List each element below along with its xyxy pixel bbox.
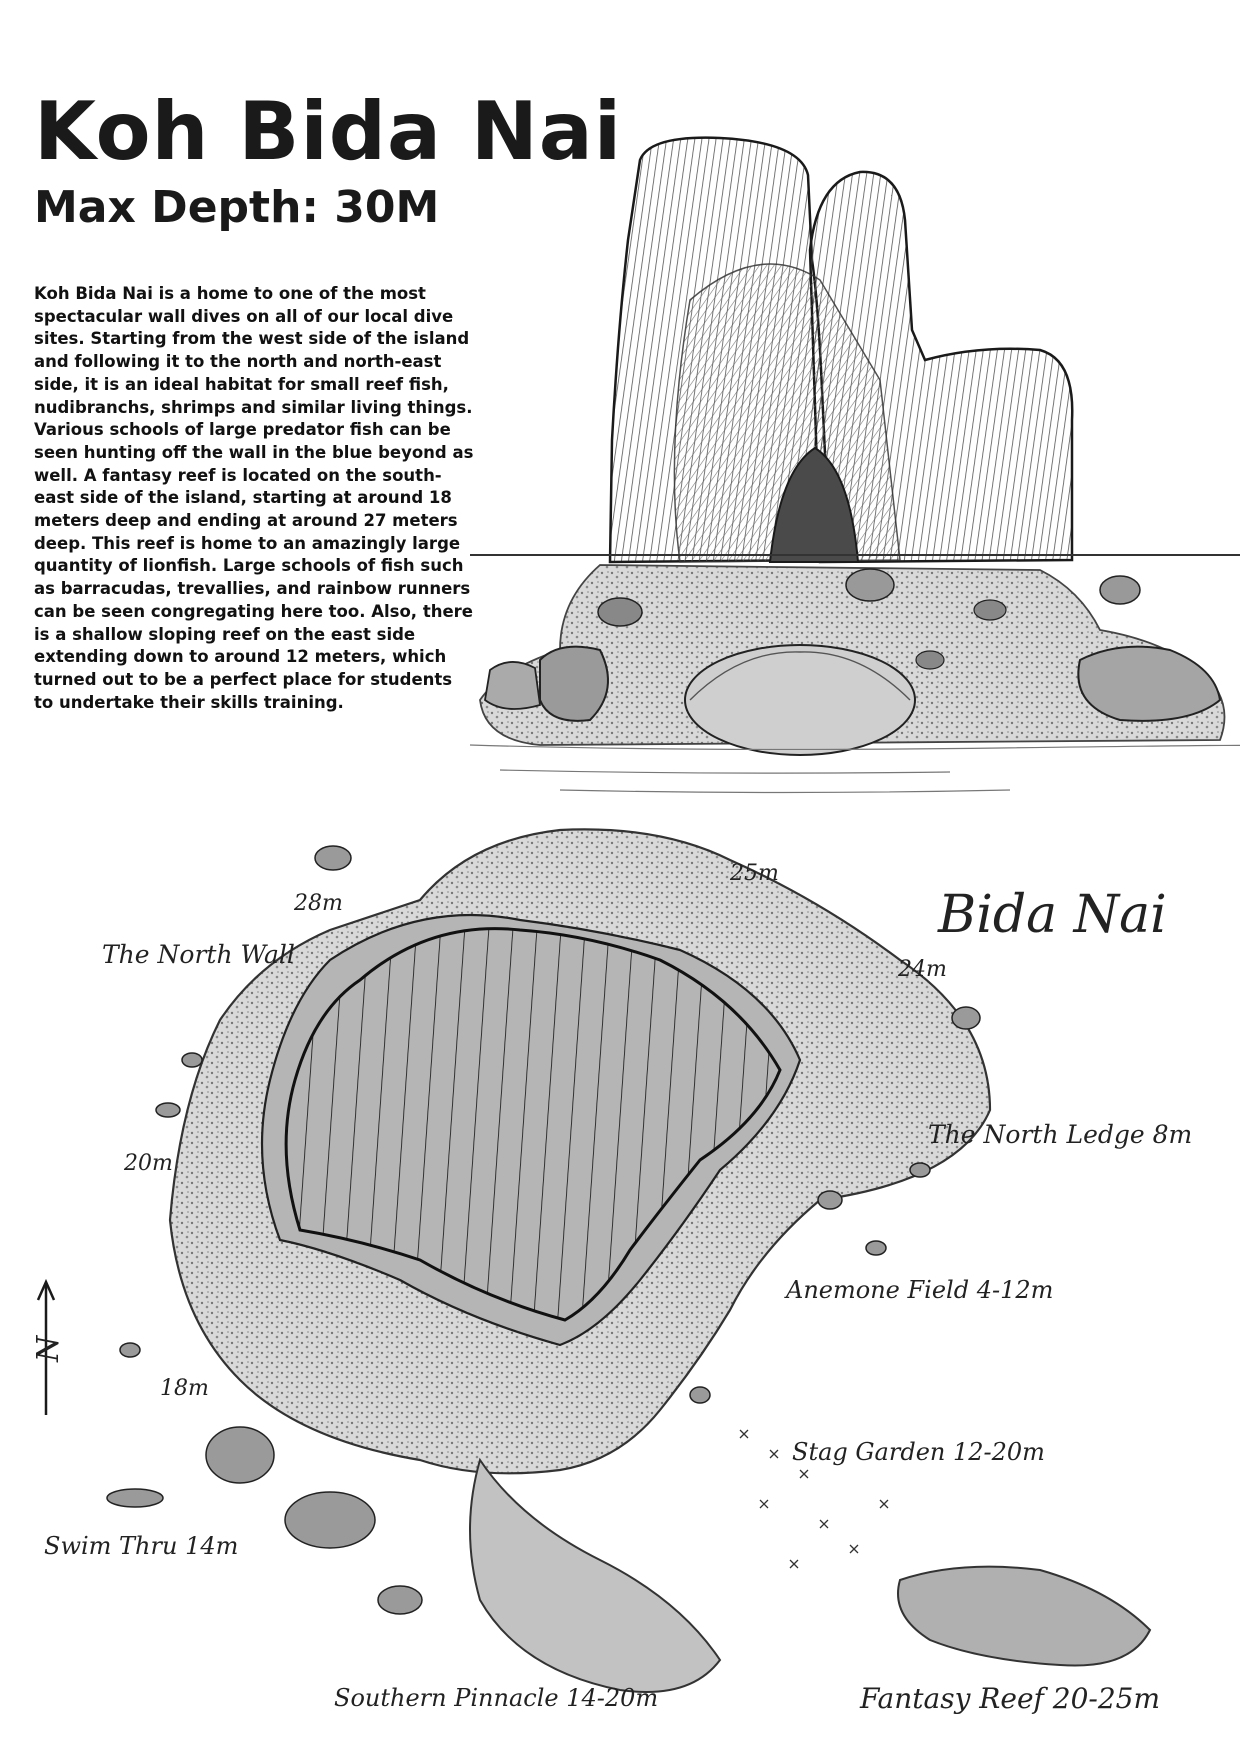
depth-label-18m: 18m [160,1376,209,1401]
label-stag-garden: Stag Garden 12-20m [792,1438,1045,1466]
label-north-ledge: The North Ledge 8m [928,1120,1192,1149]
rock-pinnacles [608,136,1074,564]
label-north-wall: The North Wall [102,940,295,969]
map-title: Bida Nai [937,885,1167,945]
island-outline [168,828,1152,1693]
reef-base-rocks [479,564,1226,756]
label-southern-pinnacle: Southern Pinnacle 14-20m [334,1684,658,1712]
label-anemone-field: Anemone Field 4-12m [784,1276,1053,1304]
label-swim-thru: Swim Thru 14m [44,1532,238,1560]
scattered-rocks [106,845,981,1615]
depth-label-28m: 28m [293,891,343,916]
depth-label-25m: 25m [729,861,779,886]
label-fantasy-reef: Fantasy Reef 20-25m [859,1682,1160,1715]
site-description: Koh Bida Nai is a home to one of the mos… [34,284,474,712]
page-title: Koh Bida Nai [34,85,623,178]
max-depth-subtitle: Max Depth: 30M [34,182,440,233]
stag-coral-marks [739,1429,889,1569]
north-arrow-label: N [31,1334,66,1363]
north-arrow [36,1278,56,1415]
seabed-lines [469,744,1240,794]
depth-label-24m: 24m [897,957,947,982]
depth-label-20m: 20m [123,1151,173,1176]
